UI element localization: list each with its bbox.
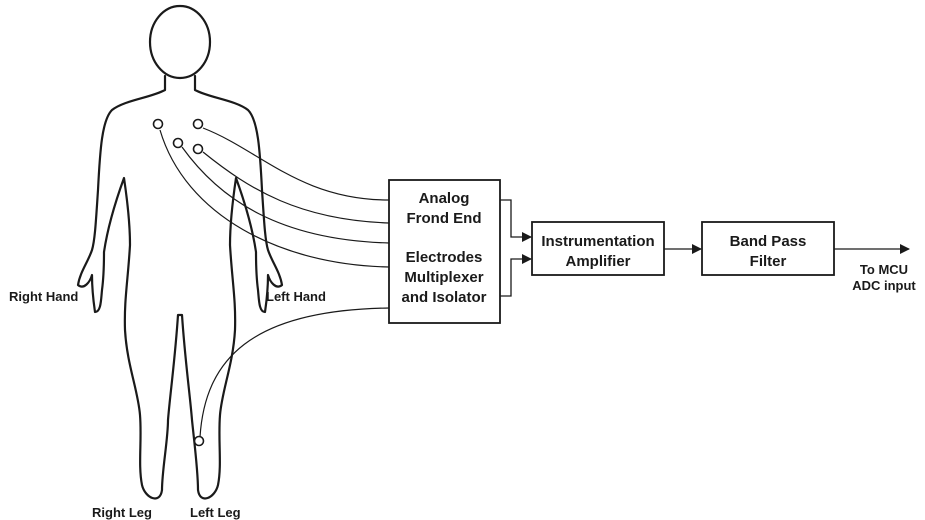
right-leg-label: Right Leg <box>92 505 152 520</box>
bpf-label-line2: Filter <box>750 253 787 270</box>
instrumentation-amplifier-block <box>531 221 665 276</box>
electrode-chest-left <box>172 137 184 149</box>
left-leg-label: Left Leg <box>190 505 241 520</box>
output-label-line1: To MCU <box>860 262 908 277</box>
connector-upper <box>500 199 532 242</box>
band-pass-filter-block <box>701 221 835 276</box>
right-hand-label: Right Hand <box>9 289 78 304</box>
afe-block <box>388 179 501 324</box>
afe-label-line5: and Isolator <box>401 289 486 306</box>
afe-label-line2: Frond End <box>407 210 482 227</box>
bpf-label-line1: Band Pass <box>730 233 807 250</box>
head-outline <box>148 4 212 80</box>
afe-to-amp-connectors <box>500 199 532 297</box>
human-body-outline <box>76 4 284 500</box>
wire-chest-center <box>202 151 390 224</box>
amp-label-line2: Amplifier <box>565 253 630 270</box>
wire-left-arm <box>202 127 390 201</box>
afe-label-line1: Analog <box>419 190 470 207</box>
wire-chest-left <box>181 146 390 244</box>
output-label-line2: ADC input <box>852 278 916 293</box>
body-outline <box>76 74 284 500</box>
electrodes <box>152 118 205 447</box>
electrode-wires <box>159 127 390 438</box>
electrode-left-leg <box>193 435 205 447</box>
wire-right-arm <box>159 129 390 268</box>
connector-lower <box>500 254 532 297</box>
amp-label-line1: Instrumentation <box>541 233 654 250</box>
electrode-right-arm <box>152 118 164 130</box>
wire-left-leg <box>199 307 390 438</box>
afe-label-line4: Multiplexer <box>404 269 483 286</box>
electrode-chest-center <box>192 143 204 155</box>
left-hand-label: Left Hand <box>266 289 326 304</box>
electrode-left-arm <box>192 118 204 130</box>
afe-label-line3: Electrodes <box>406 249 483 266</box>
